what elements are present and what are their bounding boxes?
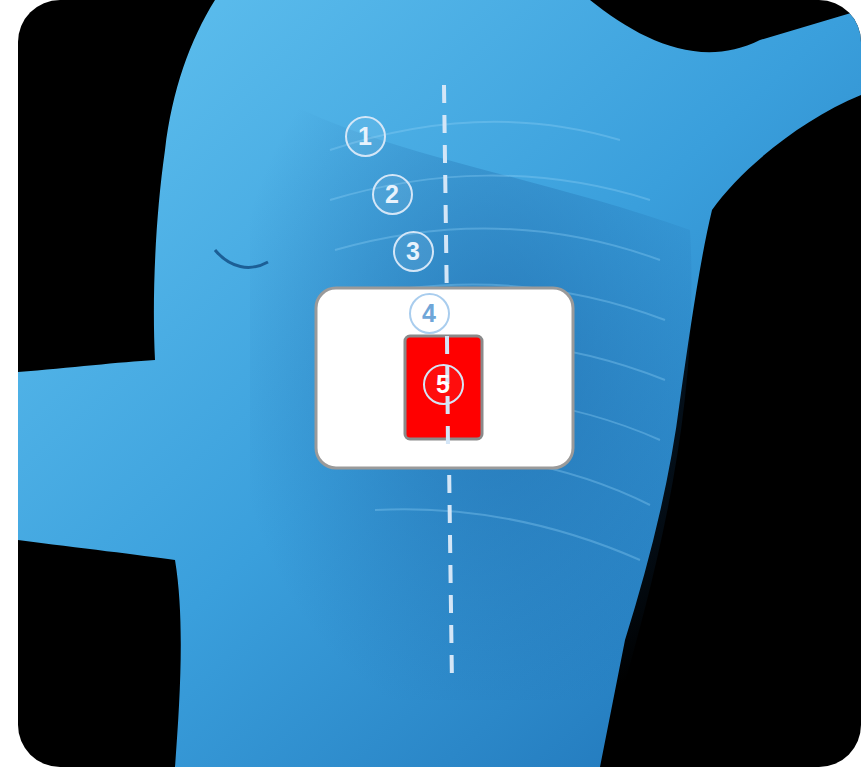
callout-number: 5 xyxy=(436,372,450,397)
torso-figure xyxy=(18,0,861,767)
callout-number: 3 xyxy=(406,239,420,264)
background-panel xyxy=(18,0,861,767)
body-shading xyxy=(250,80,692,700)
callout-circle: 3 xyxy=(393,231,434,272)
callout-number: 2 xyxy=(385,182,399,207)
callout-number: 1 xyxy=(358,124,372,149)
callout-circle: 2 xyxy=(372,174,413,215)
callout-circle: 4 xyxy=(409,293,450,334)
white-pad xyxy=(316,288,573,468)
nipple-mark xyxy=(215,250,268,267)
callout-circle: 1 xyxy=(345,116,386,157)
callout-number: 4 xyxy=(422,301,436,326)
callout-circle: 5 xyxy=(423,364,464,405)
red-electrode xyxy=(405,336,482,439)
